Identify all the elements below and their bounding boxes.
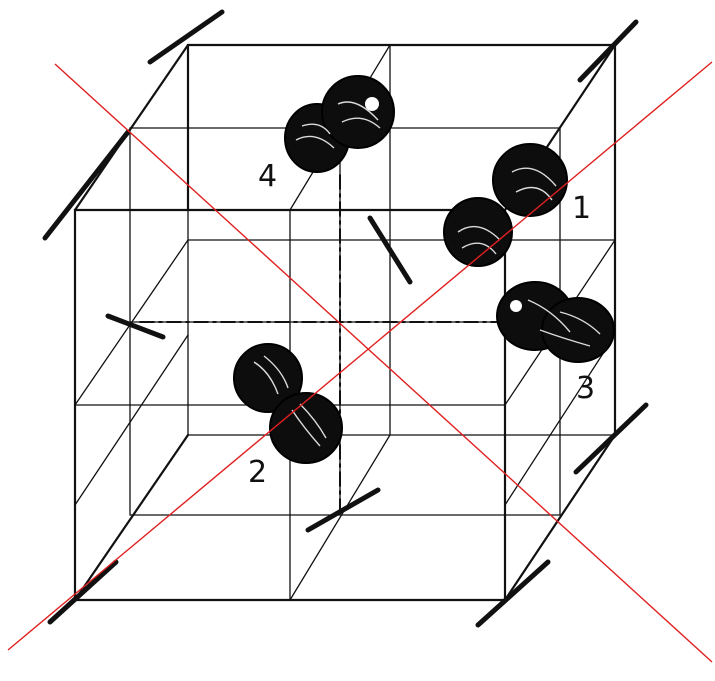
axis-bar [150, 12, 222, 62]
atom [493, 144, 567, 216]
atom [322, 76, 394, 148]
molecule-label-1: 1 [572, 191, 591, 226]
atom-highlight [510, 300, 522, 312]
atom [542, 298, 614, 362]
atom-highlight [365, 97, 379, 111]
axis-bar [580, 22, 636, 80]
bottom-left-depth-edge [75, 435, 188, 600]
molecule-label-3: 3 [576, 371, 595, 406]
atom [444, 198, 512, 266]
axis-bar [50, 562, 116, 622]
axis-bar [478, 562, 548, 625]
molecule-3 [497, 282, 614, 362]
molecule-1 [444, 144, 567, 266]
molecule-label-4: 4 [258, 159, 277, 194]
molecule-4 [285, 76, 394, 172]
axis-bar [308, 490, 378, 530]
axis-bar [576, 405, 646, 472]
axis-bar [45, 132, 128, 238]
molecule-2 [234, 344, 342, 463]
atom [270, 393, 342, 463]
axis-bar [108, 316, 163, 337]
cross-out-line [55, 64, 712, 662]
molecule-label-2: 2 [248, 455, 267, 490]
depth-edge [75, 335, 188, 505]
